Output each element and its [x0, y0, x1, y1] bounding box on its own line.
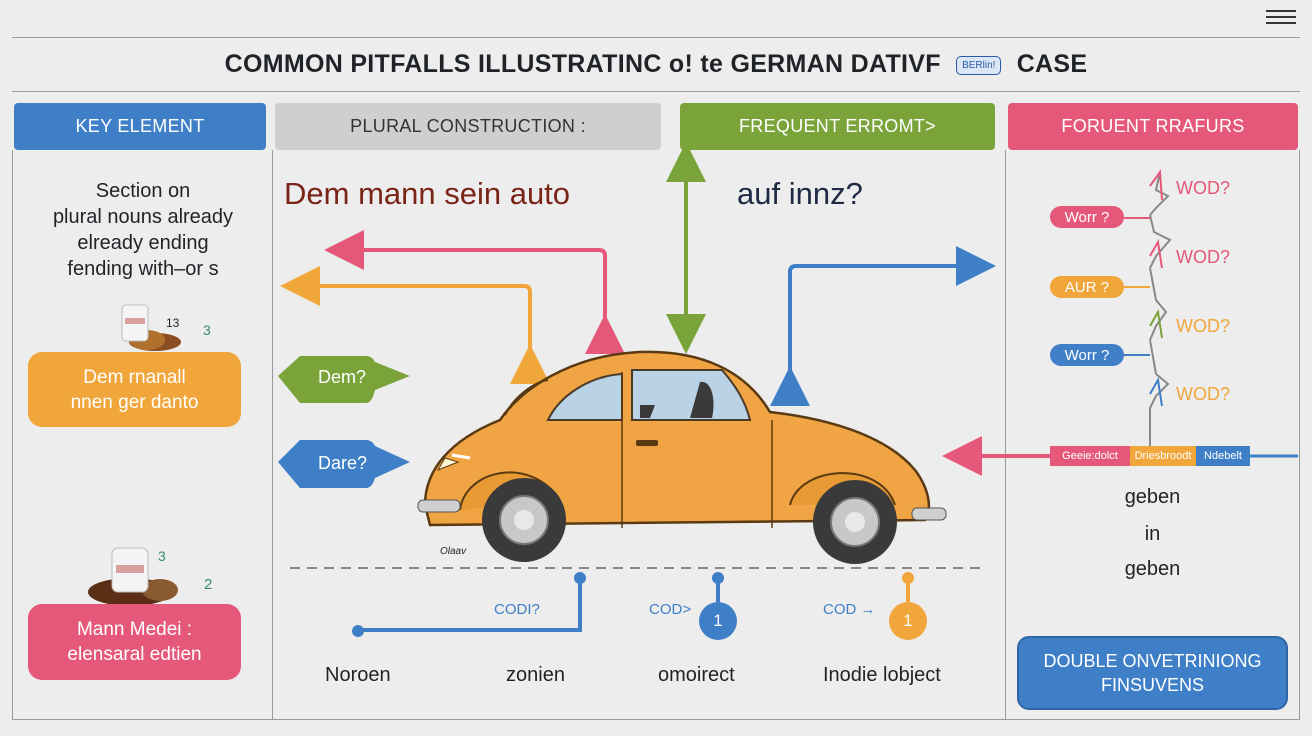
- verb-word: geben: [1124, 558, 1181, 580]
- header-frequent-phrases[interactable]: FORUENT RRAFURS: [1008, 103, 1298, 150]
- verb-word: geben: [1124, 486, 1181, 508]
- card-line: elensaral edtien: [67, 644, 202, 665]
- top-divider: [12, 37, 1300, 38]
- column-divider-2: [1005, 150, 1006, 720]
- count-circle-blue: 1: [699, 602, 737, 640]
- page-title: COMMON PITFALLS ILLUSTRATINC o! te GERMA…: [0, 50, 1312, 79]
- pink-arrow: [324, 230, 625, 354]
- right-border: [1299, 150, 1300, 720]
- car-signature: Olaav: [440, 546, 467, 557]
- section-line: elready ending: [77, 232, 209, 254]
- section-line: Section on: [95, 180, 191, 202]
- section-description: Section on plural nouns already elready …: [14, 178, 272, 282]
- tag-text: Dem?: [318, 367, 367, 387]
- tag-green-shape: [278, 356, 410, 403]
- question-phrase: auf innz?: [737, 176, 863, 211]
- button-line: DOUBLE ONVETRINIONG: [1043, 651, 1262, 671]
- title-suffix: CASE: [1016, 50, 1088, 78]
- car-illustration: [417, 350, 947, 564]
- blue-connector: [358, 578, 582, 632]
- zigzag-connector: [1149, 171, 1172, 448]
- title-text: COMMON PITFALLS ILLUSTRATINC o! te GERMA…: [224, 50, 941, 78]
- card-line: nnen ger danto: [70, 391, 199, 413]
- header-label: KEY ELEMENT: [75, 116, 205, 136]
- button-line: FINSUVENS: [1100, 675, 1205, 695]
- orange-arrow: [280, 266, 550, 384]
- number-label: 3: [203, 322, 211, 338]
- wod-label: WOD?: [1176, 178, 1230, 198]
- header-key-element[interactable]: KEY ELEMENT: [14, 103, 266, 150]
- menu-icon[interactable]: [1266, 10, 1296, 26]
- column-divider-1: [272, 150, 273, 720]
- cod-label: CODI?: [494, 601, 540, 618]
- stamp-logo: BERlin!: [956, 55, 1002, 75]
- bottom-label: Inodie lobject: [823, 664, 941, 686]
- header-label: FORUENT RRAFURS: [1061, 116, 1245, 136]
- number-label: 2: [204, 576, 213, 593]
- question-bubble-orange[interactable]: AUR ?: [1050, 276, 1124, 298]
- number-label: 3: [158, 548, 166, 564]
- tag-blue-shape: [278, 440, 410, 488]
- cod-label: COD>: [649, 601, 692, 618]
- wod-label: WOD?: [1176, 316, 1230, 336]
- header-divider: [12, 91, 1300, 92]
- example-card-orange[interactable]: Dem rnanall nnen ger danto: [28, 352, 241, 427]
- case-tag-blue[interactable]: Ndebelt: [1196, 446, 1250, 466]
- header-label: PLURAL CONSTRUCTION :: [350, 116, 586, 136]
- wod-label: WOD?: [1176, 247, 1230, 267]
- tag-text: Dare?: [318, 453, 368, 473]
- number-label: 13: [166, 316, 180, 330]
- cod-label: COD →: [823, 601, 876, 618]
- bottom-label: Noroen: [325, 664, 391, 686]
- card-line: Dem rnanall: [83, 366, 186, 388]
- bottom-label: omoirect: [658, 664, 735, 686]
- bottom-divider: [12, 719, 1300, 720]
- left-border: [12, 150, 13, 720]
- wod-label: WOD?: [1176, 384, 1230, 404]
- header-plural-construction[interactable]: PLURAL CONSTRUCTION :: [275, 103, 661, 150]
- question-bubble-blue[interactable]: Worr ?: [1050, 344, 1124, 366]
- verb-word: in: [1144, 523, 1161, 545]
- header-label: FREQUENT ERROMT>: [739, 116, 936, 136]
- example-phrase: Dem mann sein auto: [284, 176, 571, 211]
- case-tag-pink[interactable]: Geeie:dolct: [1050, 446, 1130, 466]
- blue-arrow: [770, 246, 996, 406]
- double-conversion-button[interactable]: DOUBLE ONVETRINIONG FINSUVENS: [1017, 636, 1288, 710]
- case-tag-orange[interactable]: Driesbroodt: [1130, 446, 1196, 466]
- bottom-label: zonien: [506, 664, 565, 686]
- card-line: Mann Medei :: [76, 619, 193, 640]
- section-line: plural nouns already: [52, 206, 234, 228]
- cup-bread-icon: [88, 547, 178, 606]
- cup-bread-icon: [121, 304, 181, 351]
- header-frequent-errors[interactable]: FREQUENT ERROMT>: [680, 103, 995, 150]
- section-line: fending with–or s: [67, 258, 219, 280]
- question-bubble-pink[interactable]: Worr ?: [1050, 206, 1124, 228]
- count-circle-orange: 1: [889, 602, 927, 640]
- example-card-pink[interactable]: Mann Medei : elensaral edtien: [28, 604, 241, 680]
